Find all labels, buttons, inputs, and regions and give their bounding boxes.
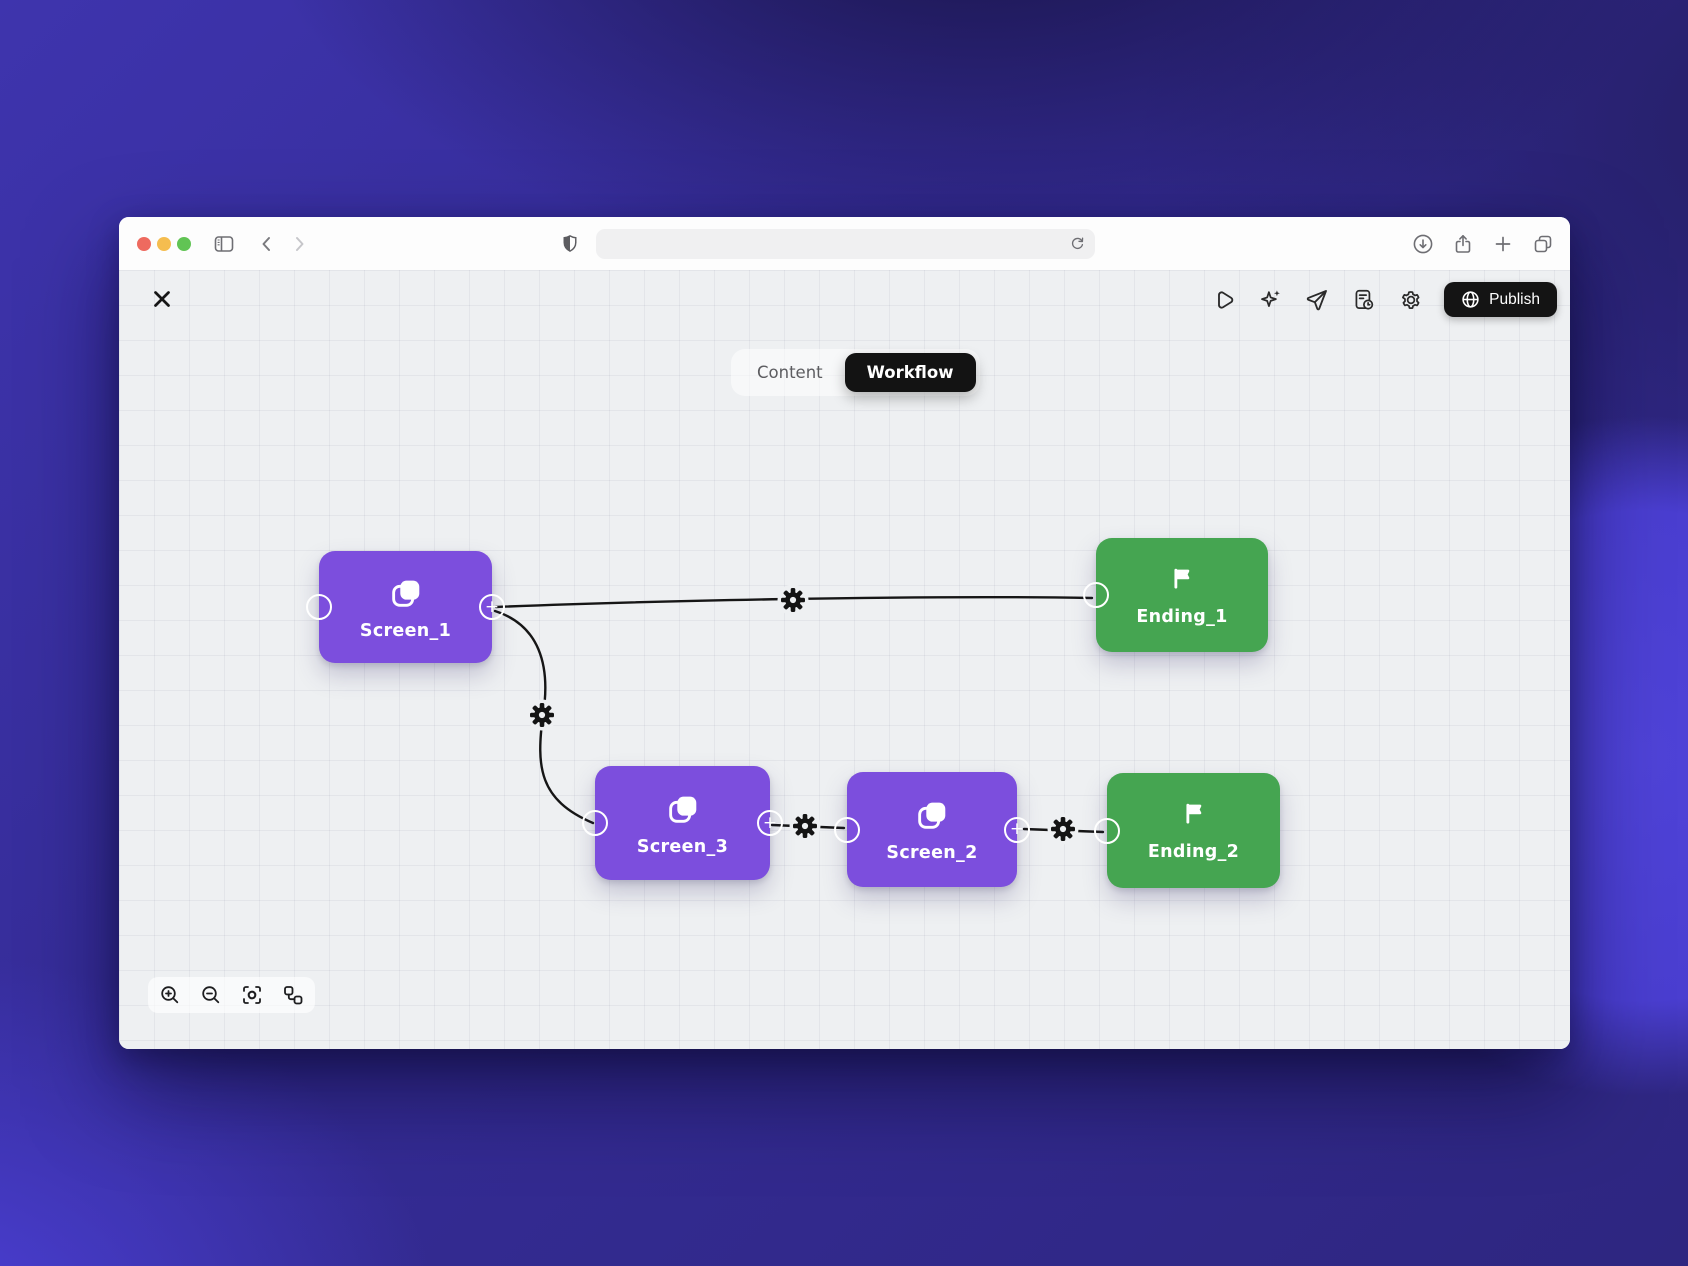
close-editor-button[interactable] xyxy=(149,286,175,312)
screens-stack-icon xyxy=(387,574,425,612)
node-ending-1[interactable]: Ending_1 xyxy=(1083,538,1268,652)
tab-content[interactable]: Content xyxy=(757,363,823,382)
input-port[interactable] xyxy=(306,594,332,620)
view-mode-toggle: Content Workflow xyxy=(731,349,980,396)
input-port[interactable] xyxy=(1083,582,1109,608)
auto-layout-icon[interactable] xyxy=(281,983,305,1007)
screens-stack-icon xyxy=(913,796,951,834)
node-label: Ending_1 xyxy=(1136,606,1228,627)
settings-gear-icon[interactable] xyxy=(1397,286,1424,313)
node-label: Screen_3 xyxy=(636,836,729,857)
edge-settings-gear-icon[interactable] xyxy=(526,699,558,731)
screens-stack-icon xyxy=(664,790,702,828)
close-window-button[interactable] xyxy=(137,236,151,251)
tab-workflow[interactable]: Workflow xyxy=(844,353,976,392)
browser-window: Publish Content Workflow xyxy=(119,217,1570,1049)
tab-overview-icon[interactable] xyxy=(1531,232,1555,256)
refresh-icon[interactable] xyxy=(1068,234,1087,253)
flag-icon xyxy=(1165,564,1199,598)
plus-icon: + xyxy=(484,596,500,617)
forward-button[interactable] xyxy=(287,232,311,256)
publish-button[interactable]: Publish xyxy=(1444,282,1557,317)
share-icon[interactable] xyxy=(1451,232,1475,256)
editor-toolbar: Publish xyxy=(1209,282,1557,317)
edge-settings-gear-icon[interactable] xyxy=(789,810,821,842)
fit-view-icon[interactable] xyxy=(240,983,264,1007)
node-label: Screen_2 xyxy=(886,843,978,863)
privacy-shield-icon[interactable] xyxy=(559,233,581,255)
edge-settings-gear-icon[interactable] xyxy=(777,584,809,616)
preview-play-icon[interactable] xyxy=(1209,286,1236,313)
publish-label: Publish xyxy=(1489,290,1540,308)
send-plane-icon[interactable] xyxy=(1303,286,1330,313)
minimize-window-button[interactable] xyxy=(157,236,171,251)
output-port-add[interactable]: + xyxy=(479,594,505,620)
node-screen-3[interactable]: Screen_3 + xyxy=(582,766,783,880)
canvas-controls xyxy=(148,977,315,1013)
input-port[interactable] xyxy=(582,810,608,836)
ai-sparkles-icon[interactable] xyxy=(1256,286,1283,313)
output-port-add[interactable]: + xyxy=(1004,816,1030,843)
browser-titlebar xyxy=(119,217,1570,271)
node-label: Screen_1 xyxy=(359,620,452,641)
plus-icon: + xyxy=(762,812,778,833)
new-tab-plus-icon[interactable] xyxy=(1491,232,1515,256)
input-port[interactable] xyxy=(834,816,860,843)
node-screen-2[interactable]: Screen_2 + xyxy=(834,772,1030,887)
flag-icon xyxy=(1177,799,1211,833)
input-port[interactable] xyxy=(1094,817,1120,844)
zoom-out-icon[interactable] xyxy=(199,983,223,1007)
sidebar-toggle-icon[interactable] xyxy=(212,232,236,256)
node-label: Ending_2 xyxy=(1147,842,1240,862)
node-screen-1[interactable]: Screen_1 + xyxy=(306,551,505,663)
node-ending-2[interactable]: Ending_2 xyxy=(1094,773,1280,888)
address-bar[interactable] xyxy=(596,228,1095,259)
edge-settings-gear-icon[interactable] xyxy=(1047,813,1079,845)
maximize-window-button[interactable] xyxy=(177,236,191,251)
output-port-add[interactable]: + xyxy=(757,810,783,836)
back-button[interactable] xyxy=(255,232,279,256)
history-document-clock-icon[interactable] xyxy=(1350,286,1377,313)
workflow-edges-layer xyxy=(493,584,1105,845)
workflow-canvas[interactable]: Publish Content Workflow xyxy=(119,270,1570,1049)
globe-icon xyxy=(1461,290,1480,309)
zoom-in-icon[interactable] xyxy=(158,983,182,1007)
window-controls xyxy=(137,236,197,251)
plus-icon: + xyxy=(1009,819,1025,839)
download-icon[interactable] xyxy=(1411,232,1435,256)
